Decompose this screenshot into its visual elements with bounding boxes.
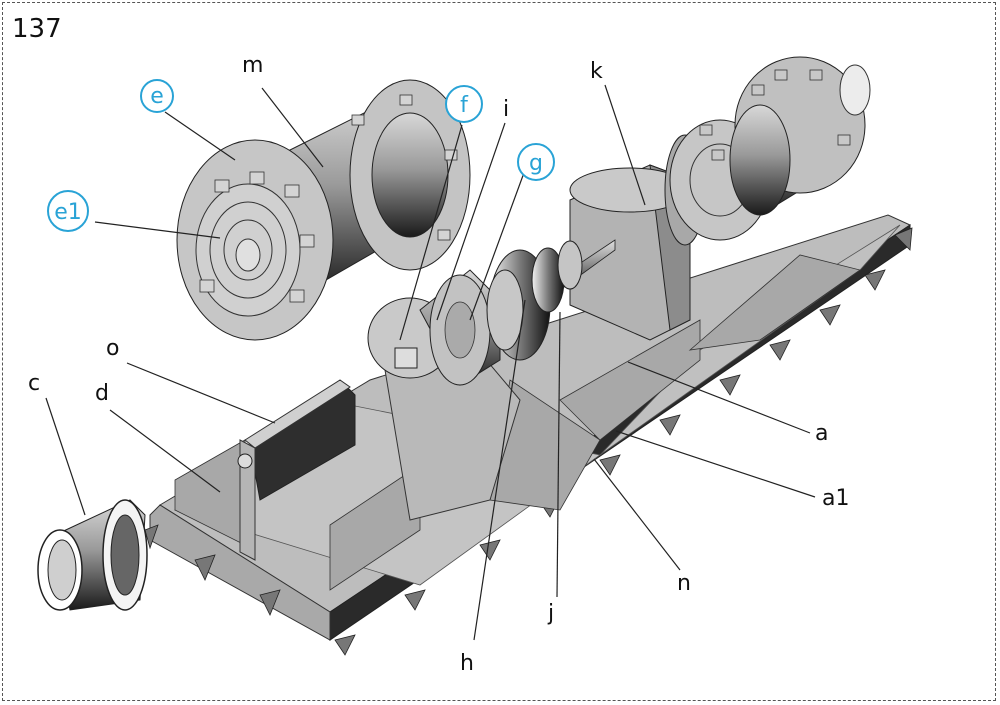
labels: m i k o c d a a1 n j h: [28, 53, 849, 676]
separate-drum: [176, 79, 471, 341]
label-k: k: [590, 59, 603, 84]
label-a1: a1: [822, 486, 849, 511]
label-d: d: [95, 381, 109, 406]
label-n: n: [677, 571, 691, 596]
label-i: i: [503, 97, 509, 122]
sleeve-part: [37, 499, 148, 611]
right-drum-assembly: [554, 56, 871, 341]
label-f: f: [460, 93, 469, 118]
leader-lines: [45, 84, 816, 641]
label-h: h: [460, 651, 474, 676]
label-c: c: [28, 371, 40, 396]
motor-housing: [237, 379, 356, 561]
label-m: m: [242, 53, 263, 78]
figure-number: 137: [12, 14, 62, 44]
label-e1: e1: [54, 200, 82, 225]
label-j: j: [547, 601, 554, 626]
label-e: e: [150, 84, 164, 109]
circled-labels: e e1 f g: [47, 79, 555, 232]
label-o: o: [106, 336, 119, 361]
label-a: a: [815, 421, 828, 446]
label-g: g: [529, 151, 543, 176]
middle-assembly: [367, 240, 583, 521]
